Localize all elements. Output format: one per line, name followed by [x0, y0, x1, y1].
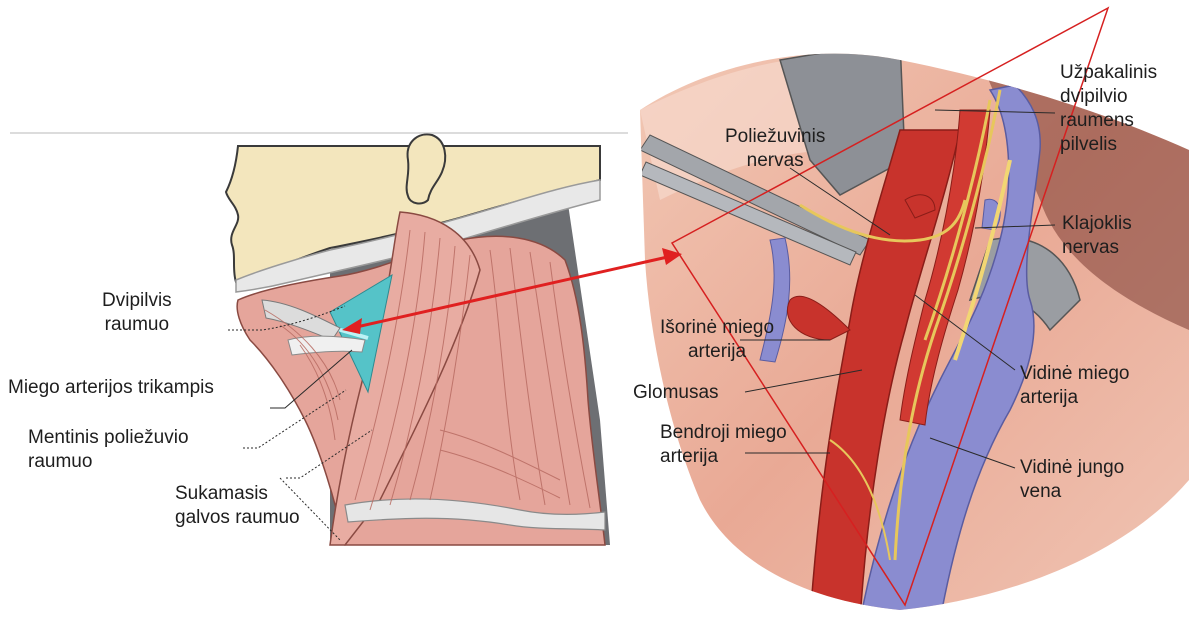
label-miego-trikampis: Miego arterijos trikampis — [8, 376, 214, 400]
label-glomusas: Glomusas — [633, 381, 719, 405]
label-line: arterija — [1020, 386, 1130, 410]
label-line: Vidinė jungo — [1020, 456, 1124, 480]
label-klajoklis: Klajoklis nervas — [1062, 212, 1132, 260]
label-line: Užpakalinis — [1060, 61, 1157, 85]
label-mentinis: Mentinis poliežuvio raumuo — [28, 426, 189, 474]
label-sukamasis: Sukamasis galvos raumuo — [175, 482, 300, 530]
label-line: raumuo — [28, 450, 189, 474]
label-poliezuvinis: Poliežuvinis nervas — [725, 125, 825, 173]
label-line: Klajoklis — [1062, 212, 1132, 236]
label-line: pilvelis — [1060, 133, 1157, 157]
label-line: Miego arterijos trikampis — [8, 376, 214, 400]
label-line: vena — [1020, 480, 1124, 504]
label-line: arterija — [660, 445, 787, 469]
label-dvipilvis: Dvipilvis raumuo — [102, 289, 172, 337]
label-line: raumuo — [102, 313, 172, 337]
label-line: dvipilvio — [1060, 85, 1157, 109]
label-bendroji: Bendroji miego arterija — [660, 421, 787, 469]
label-line: nervas — [725, 149, 825, 173]
label-line: raumens — [1060, 109, 1157, 133]
label-line: galvos raumuo — [175, 506, 300, 530]
label-line: Mentinis poliežuvio — [28, 426, 189, 450]
label-line: Sukamasis — [175, 482, 300, 506]
label-line: nervas — [1062, 236, 1132, 260]
label-line: arterija — [660, 340, 774, 364]
label-line: Poliežuvinis — [725, 125, 825, 149]
label-vidine-miego: Vidinė miego arterija — [1020, 362, 1130, 410]
label-uzpakalinis: Užpakalinis dvipilvio raumens pilvelis — [1060, 61, 1157, 157]
label-line: Bendroji miego — [660, 421, 787, 445]
label-line: Vidinė miego — [1020, 362, 1130, 386]
label-line: Išorinė miego — [660, 316, 774, 340]
label-vidine-jungo: Vidinė jungo vena — [1020, 456, 1124, 504]
label-line: Dvipilvis — [102, 289, 172, 313]
label-line: Glomusas — [633, 381, 719, 405]
label-isorine: Išorinė miego arterija — [660, 316, 774, 364]
